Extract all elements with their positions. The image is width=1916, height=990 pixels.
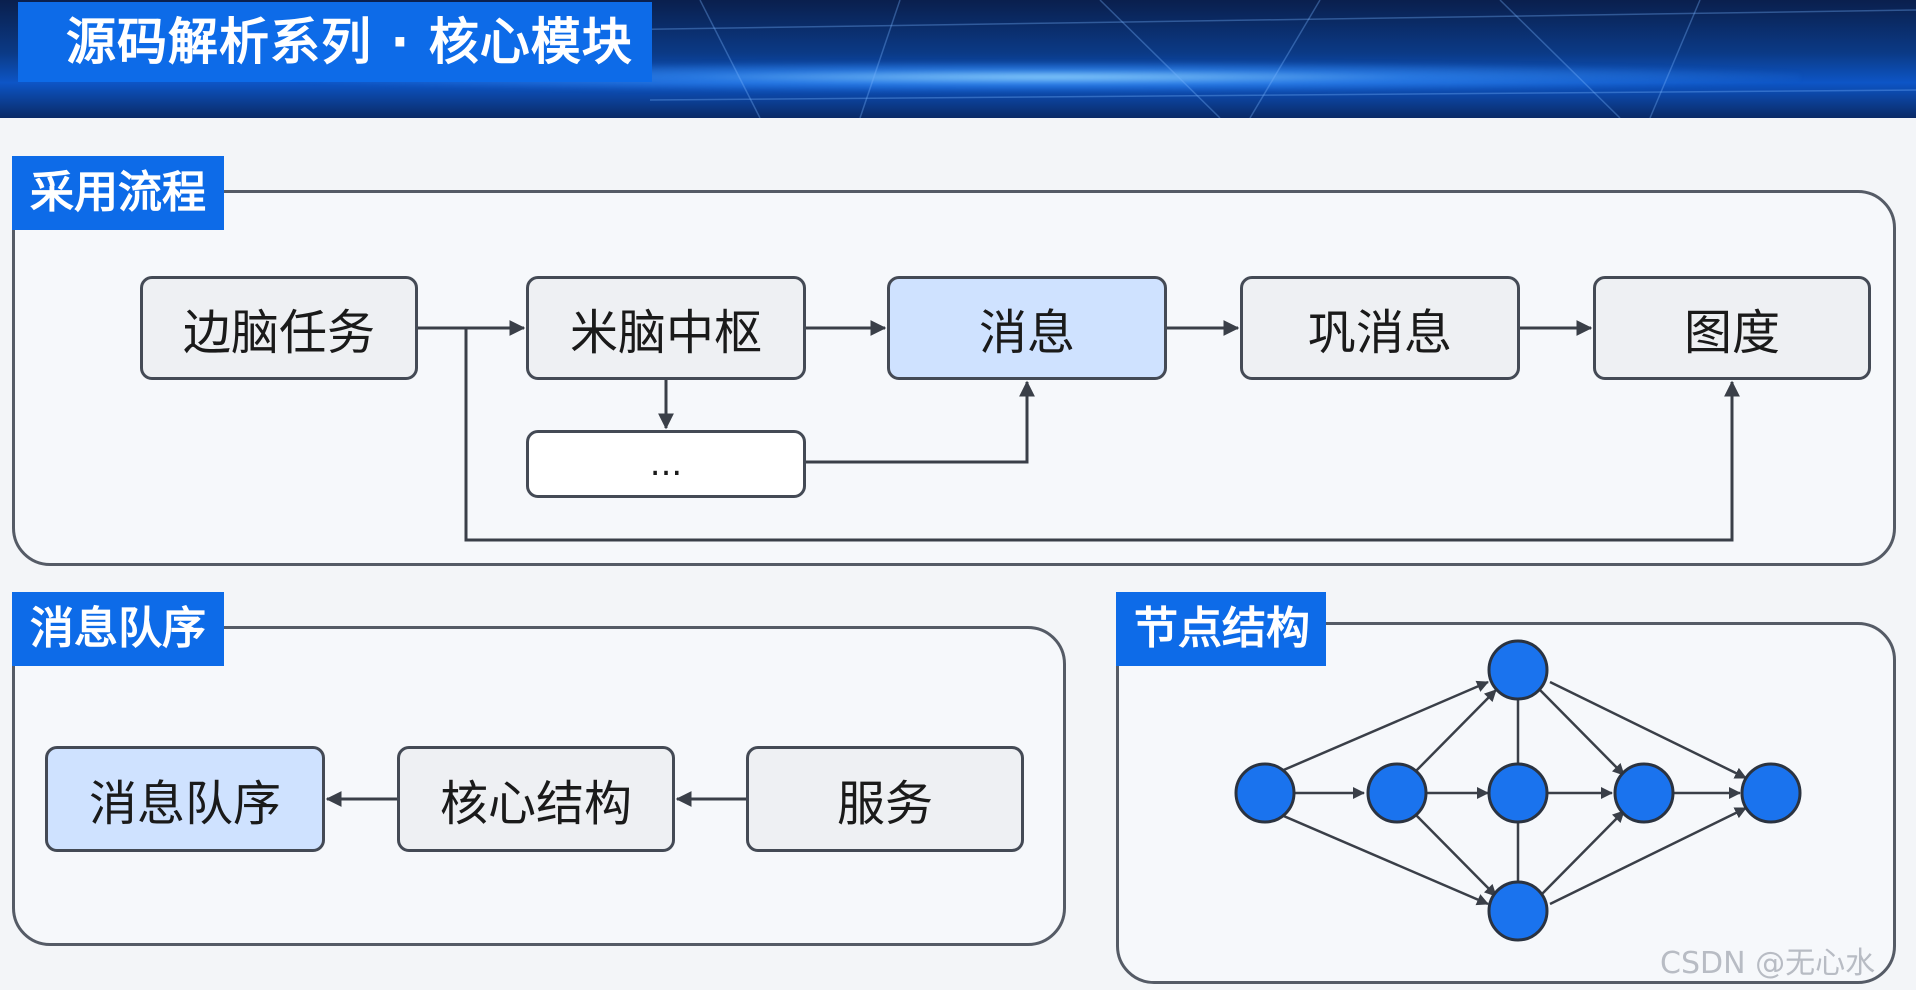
flow-node-message: 消息 xyxy=(887,276,1167,380)
graph-edge xyxy=(1539,810,1625,897)
graph-edge xyxy=(1264,680,1489,780)
graph-edge xyxy=(1411,689,1497,776)
graph-node xyxy=(1487,880,1549,942)
graph-node xyxy=(1234,762,1296,824)
queue-node-message-queue: 消息队序 xyxy=(45,746,325,852)
graph-node xyxy=(1613,762,1675,824)
flow-node-consolidate-message: 巩消息 xyxy=(1240,276,1520,380)
message-queue-tag: 消息队序 xyxy=(12,592,224,666)
graph-edge xyxy=(1411,810,1497,897)
queue-node-service: 服务 xyxy=(746,746,1024,852)
graph-edge xyxy=(1549,680,1747,780)
watermark-text: CSDN @无心水 xyxy=(1660,946,1876,981)
graph-edge xyxy=(1539,689,1625,776)
header-banner xyxy=(0,0,1916,118)
graph-node xyxy=(1487,639,1549,701)
graph-node xyxy=(1366,762,1428,824)
adopt-flow-tag: 采用流程 xyxy=(12,156,224,230)
page-title: 源码解析系列 · 核心模块 xyxy=(18,2,652,82)
arrow-edge-bypass-to-schedule xyxy=(464,328,1740,542)
arrow-ellipsis-to-message xyxy=(806,380,1035,464)
flow-node-ellipsis: ... xyxy=(526,430,806,498)
header-lines xyxy=(599,0,1916,118)
flow-node-edge-task: 边脑任务 xyxy=(140,276,418,380)
flow-node-schedule: 图度 xyxy=(1593,276,1871,380)
graph-node xyxy=(1740,762,1802,824)
queue-node-core-structure: 核心结构 xyxy=(397,746,675,852)
graph-node xyxy=(1487,762,1549,824)
graph-edge xyxy=(1264,806,1489,906)
graph-edge xyxy=(1549,806,1747,906)
flow-node-brain-hub: 米脑中枢 xyxy=(526,276,806,380)
node-structure-tag: 节点结构 xyxy=(1116,592,1326,666)
